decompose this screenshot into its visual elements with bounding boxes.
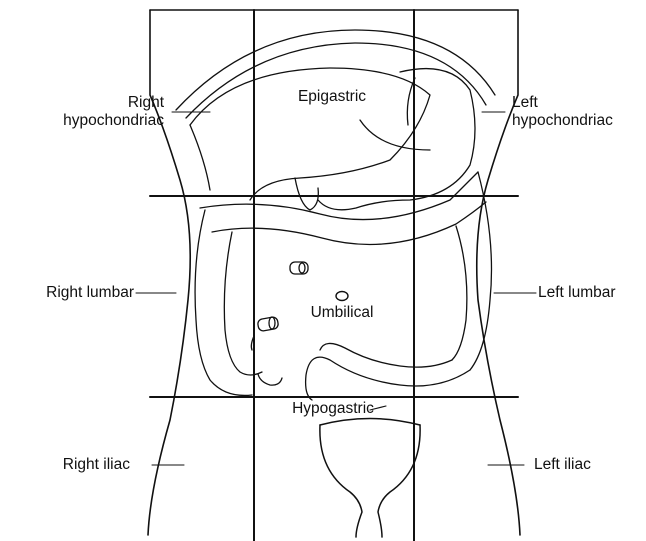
sigmoid-colon: [306, 343, 470, 400]
label-left-hypochondriac-line1: Left: [512, 94, 642, 112]
gallbladder: [295, 178, 318, 210]
label-hypogastric: Hypogastric: [278, 400, 388, 418]
label-umbilical: Umbilical: [292, 304, 392, 322]
cut-vessel-lower: [251, 316, 279, 350]
label-right-hypochondriac-line2: hypochondriac: [52, 112, 164, 130]
label-right-lumbar: Right lumbar: [8, 284, 134, 302]
label-right-iliac: Right iliac: [10, 456, 130, 474]
label-left-hypochondriac: Left hypochondriac: [512, 94, 642, 130]
label-left-hypochondriac-line2: hypochondriac: [512, 112, 642, 130]
transverse-colon: [200, 172, 486, 244]
caecum-appendix: [258, 374, 282, 385]
umbilicus: [336, 292, 348, 301]
bladder-outline: [320, 419, 420, 538]
label-right-hypochondriac: Right hypochondriac: [52, 94, 164, 130]
label-left-lumbar: Left lumbar: [538, 284, 638, 302]
ascending-colon: [195, 210, 262, 395]
label-epigastric: Epigastric: [282, 88, 382, 106]
label-right-hypochondriac-line1: Right: [52, 94, 164, 112]
cut-vessel-upper: [290, 262, 308, 274]
label-left-iliac: Left iliac: [534, 456, 634, 474]
